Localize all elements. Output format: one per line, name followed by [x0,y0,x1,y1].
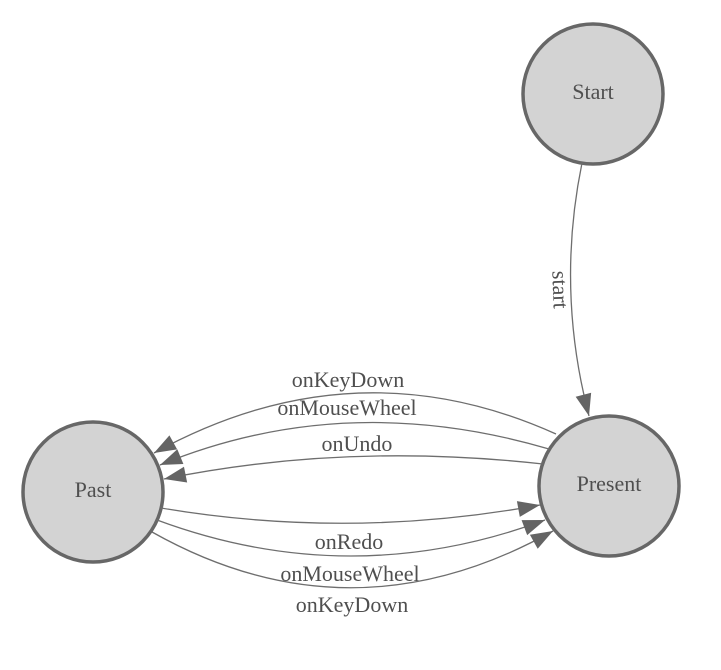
arrowhead-present-to-past-mousewheel [160,449,184,465]
node-past[interactable] [21,420,165,564]
edge-label-present-to-past-mousewheel: onMouseWheel [277,395,416,420]
arrowhead-present-to-past-keydown [154,435,178,453]
edge-past-to-present-redo [160,504,541,524]
edge-past-to-present-keydown [151,530,554,589]
node-present[interactable] [537,414,681,558]
edge-start-to-present [569,162,590,417]
edge-past-to-present-mousewheel [156,519,546,557]
node-label-present: Present [577,471,642,496]
arrowhead-past-to-present-redo [516,501,540,517]
arrowhead-start-to-present [575,392,592,416]
arrowhead-past-to-present-keydown [529,531,553,549]
edge-present-to-past-mousewheel [159,421,550,466]
node-start[interactable] [521,22,665,166]
arrowhead-present-to-past-undo [164,466,188,483]
arrowhead-past-to-present-mousewheel [521,520,545,536]
edge-present-to-past-undo [163,455,544,480]
edge-label-past-to-present-keydown: onKeyDown [296,592,408,617]
edge-label-past-to-present-mousewheel: onMouseWheel [280,561,419,586]
edge-present-to-past-keydown [153,392,557,454]
node-label-start: Start [572,79,614,104]
edge-label-past-to-present-redo: onRedo [315,529,383,554]
edge-label-present-to-past-keydown: onKeyDown [292,367,404,392]
node-label-past: Past [75,477,112,502]
edge-label-present-to-past-undo: onUndo [322,431,393,456]
edge-label-start-to-present: start [547,270,573,309]
